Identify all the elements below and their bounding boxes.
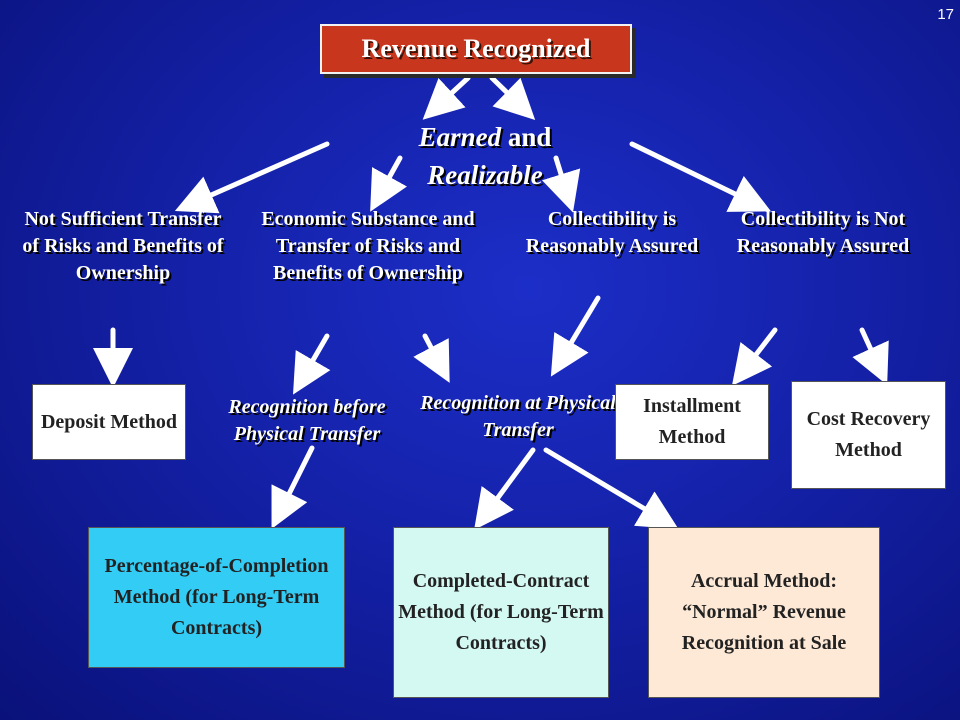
realizable-text: Realizable — [427, 160, 543, 190]
earned-text: Earned — [418, 122, 502, 152]
arrow-to-installment-method — [731, 327, 778, 386]
arrow-to-accrual-method — [543, 447, 679, 530]
not-sufficient-transfer-label: Not Sufficient Transfer of Risks and Ben… — [22, 208, 224, 284]
economic-substance-label: Economic Substance and Transfer of Risks… — [261, 208, 475, 284]
arrow-to-recognition-at — [413, 333, 450, 383]
arrow-to-recognition-before — [292, 333, 331, 395]
arrow-to-collectibility-not-assured — [629, 141, 771, 212]
arrow-collectibility-to-recognition-at — [550, 295, 601, 377]
arrow-to-collectibility-assured — [541, 155, 581, 213]
collectibility-not-assured-label: Collectibility is Not Reasonably Assured — [736, 208, 910, 257]
arrow-title-to-realizable — [489, 75, 536, 120]
title-box: Revenue Recognized — [320, 24, 632, 74]
arrow-to-completed-contract — [474, 447, 536, 531]
recognition-before-label: Recognition before Physical Transfer — [228, 396, 386, 445]
percentage-of-completion-box: Percentage-of-Completion Method (for Lon… — [88, 527, 345, 668]
and-text: and — [507, 122, 552, 152]
collectibility-assured-label: Collectibility is Reasonably Assured — [525, 208, 699, 257]
cost-recovery-method-box: Cost Recovery Method — [791, 381, 946, 489]
arrow-to-percentage-of-completion — [271, 445, 315, 529]
installment-method-box: Installment Method — [615, 384, 769, 460]
slide-number: 17 — [937, 6, 954, 23]
arrow-to-not-sufficient — [174, 141, 330, 214]
accrual-method-box: Accrual Method: “Normal” Revenue Recogni… — [648, 527, 880, 698]
deposit-method-box: Deposit Method — [32, 384, 186, 460]
earned-and-realizable: Earned and Realizable — [380, 118, 590, 194]
arrow-to-cost-recovery-method — [852, 327, 889, 386]
arrow-to-economic-substance — [370, 155, 408, 212]
arrow-title-to-earned — [422, 75, 471, 120]
recognition-at-label: Recognition at Physical Transfer — [420, 392, 616, 441]
completed-contract-box: Completed-Contract Method (for Long-Term… — [393, 527, 609, 698]
